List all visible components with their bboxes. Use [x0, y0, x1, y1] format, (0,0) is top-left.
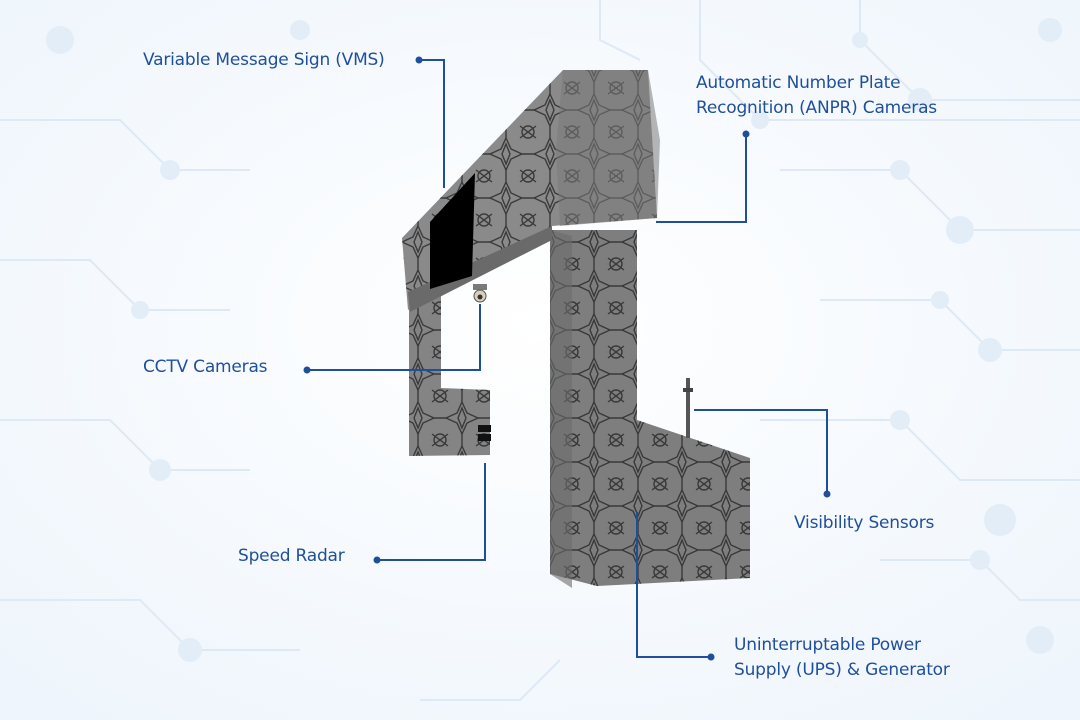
vms-screen [430, 173, 475, 289]
visibility-label-text: Visibility Sensors [794, 513, 935, 533]
anpr-label: Automatic Number Plate Recognition (ANPR… [696, 71, 937, 121]
anpr-leader [656, 134, 747, 223]
anpr-label-line2: Recognition (ANPR) Cameras [696, 98, 937, 118]
visibility-label: Visibility Sensors [794, 511, 934, 536]
circuit-decoration [0, 0, 1080, 701]
ups-label-line2: Supply (UPS) & Generator [734, 660, 950, 680]
vms-label-text: Variable Message Sign (VMS) [143, 50, 385, 70]
cctv-label-text: CCTV Cameras [143, 357, 268, 377]
cctv-camera-icon [473, 284, 487, 303]
speed-radar-label-text: Speed Radar [238, 546, 345, 566]
ups-label: Uninterruptable Power Supply (UPS) & Gen… [734, 633, 950, 683]
cctv-label: CCTV Cameras [143, 355, 268, 380]
leader-lines [307, 59, 828, 658]
anpr-label-line1: Automatic Number Plate [696, 73, 901, 93]
ups-leader [636, 512, 711, 658]
vms-label: Variable Message Sign (VMS) [143, 48, 385, 73]
cctv-leader [307, 304, 481, 371]
speed-radar-label: Speed Radar [238, 544, 345, 569]
speed-radar-icon [478, 425, 491, 441]
leader-dots [303, 56, 831, 661]
vms-leader [419, 59, 445, 188]
ups-label-line1: Uninterruptable Power [734, 635, 921, 655]
speed-radar-leader [377, 463, 486, 561]
gantry-structure [402, 70, 750, 588]
visibility-leader [694, 409, 828, 494]
visibility-sensor-icon [683, 378, 693, 438]
circuit-nodes [46, 18, 1062, 662]
